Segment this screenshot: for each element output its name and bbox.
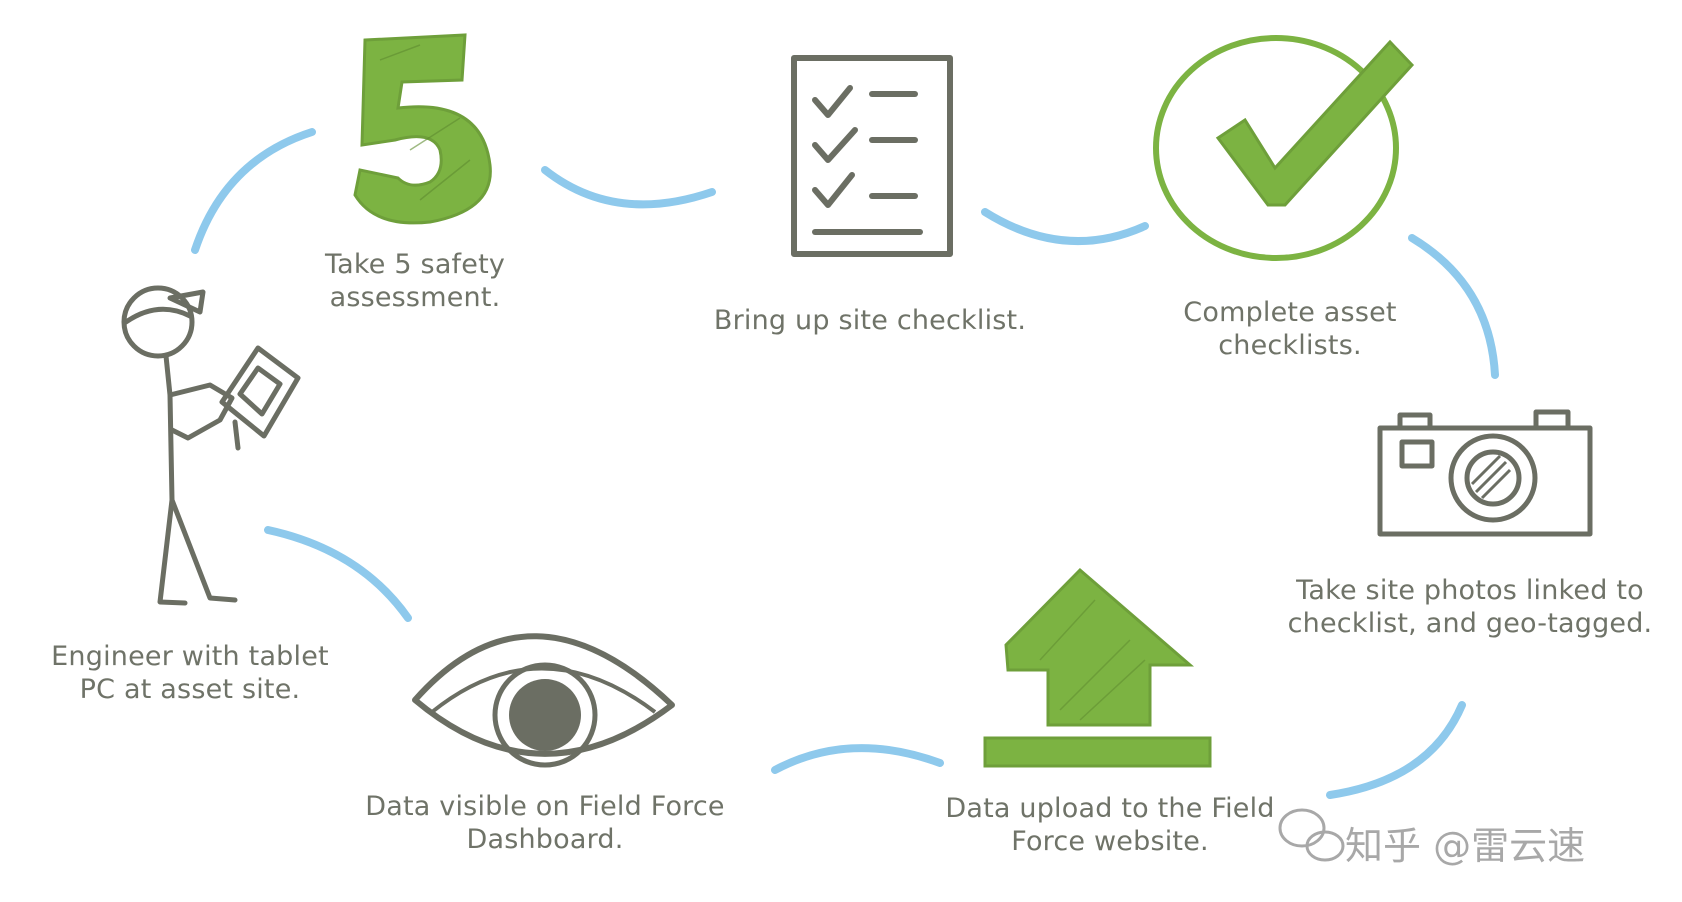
caption-engineer: Engineer with tablet PC at asset site. <box>51 641 329 705</box>
checkmark-circle-icon <box>1153 35 1415 261</box>
connector-arc <box>981 208 1149 246</box>
watermark-text: 知乎 @雷云速 <box>1345 824 1586 868</box>
checklist-icon <box>791 55 953 257</box>
connector-arc <box>1408 234 1499 379</box>
connector-arc <box>191 128 316 254</box>
caption-take-5: Take 5 safety assessment. <box>324 249 506 313</box>
connector-arc <box>1326 701 1466 799</box>
number-5-icon <box>353 33 492 225</box>
stick-figure-engineer-icon <box>121 285 301 606</box>
caption-site-photos: Take site photos linked to checklist, an… <box>1287 575 1653 639</box>
connector-arcs <box>191 128 1499 799</box>
caption-complete-checklists: Complete asset checklists. <box>1183 297 1397 361</box>
eye-icon <box>412 633 675 768</box>
caption-dashboard: Data visible on Field Force Dashboard. <box>365 791 725 855</box>
caption-data-upload: Data upload to the Field Force website. <box>945 793 1275 857</box>
connector-arc <box>264 526 412 622</box>
caption-site-checklist: Bring up site checklist. <box>713 305 1027 336</box>
connector-arc <box>771 744 944 774</box>
upload-arrow-icon <box>983 567 1212 768</box>
camera-icon <box>1377 409 1593 537</box>
wechat-icon <box>1278 808 1345 862</box>
connector-arc <box>541 166 716 209</box>
